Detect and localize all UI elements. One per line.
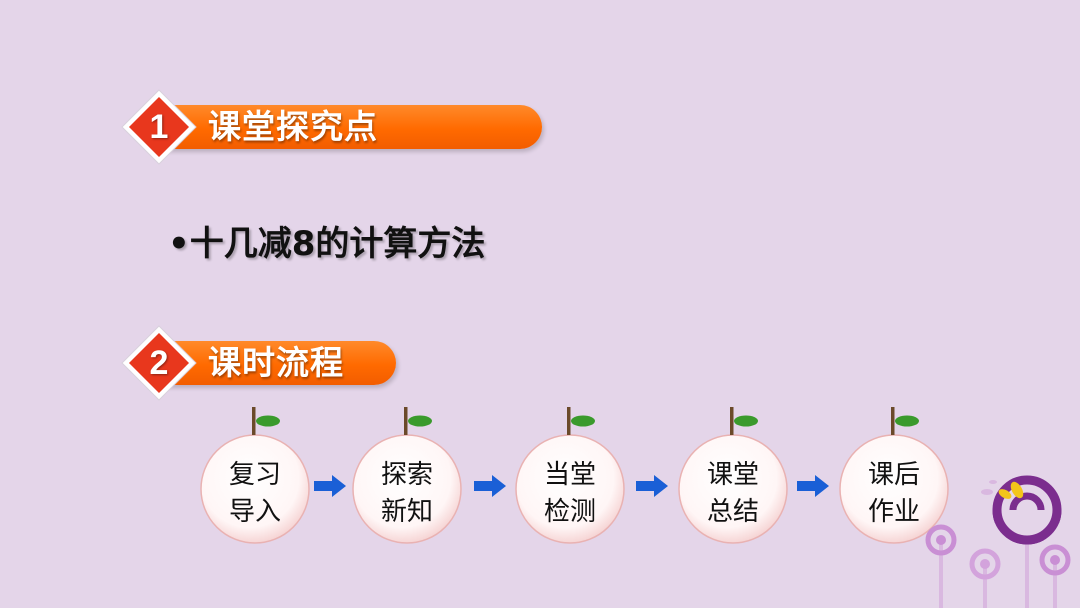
- section-banner: 课时流程: [160, 341, 396, 385]
- section-banner: 课堂探究点: [160, 105, 542, 149]
- arrow-right-icon: [636, 475, 668, 497]
- step-label: 复习 导入: [228, 460, 281, 527]
- flow-step-homework[interactable]: 课后 作业: [838, 405, 950, 545]
- section-header-1: 课堂探究点 1: [120, 89, 542, 165]
- arrow-right-icon: [474, 475, 506, 497]
- section-title: 课堂探究点: [208, 107, 378, 146]
- step-label: 课堂 总结: [706, 460, 759, 527]
- step-label: 当堂 检测: [543, 460, 596, 527]
- flow-step-test[interactable]: 当堂 检测: [514, 405, 626, 545]
- fruit-icon: [200, 407, 310, 544]
- flow-step-review[interactable]: 复习 导入: [199, 405, 311, 545]
- number-badge: 1: [120, 88, 198, 166]
- decorative-flowers-icon: [925, 475, 1071, 608]
- topic-text: •十几减8的计算方法: [168, 224, 486, 264]
- section-number: 1: [149, 108, 169, 146]
- section-title: 课时流程: [208, 343, 344, 382]
- arrow-right-icon: [797, 475, 829, 497]
- flow-step-explore[interactable]: 探索 新知: [351, 405, 463, 545]
- arrow-right-icon: [314, 475, 346, 497]
- number-badge: 2: [120, 324, 198, 402]
- fruit-icon: [515, 407, 625, 544]
- step-label: 探索 新知: [380, 460, 433, 527]
- fruit-icon: [678, 407, 788, 544]
- step-label: 课后 作业: [867, 460, 920, 527]
- fruit-icon: [839, 407, 949, 544]
- section-number: 2: [149, 344, 169, 382]
- fruit-icon: [352, 407, 462, 544]
- flow-step-summary[interactable]: 课堂 总结: [677, 405, 789, 545]
- section-header-2: 课时流程 2: [120, 325, 440, 401]
